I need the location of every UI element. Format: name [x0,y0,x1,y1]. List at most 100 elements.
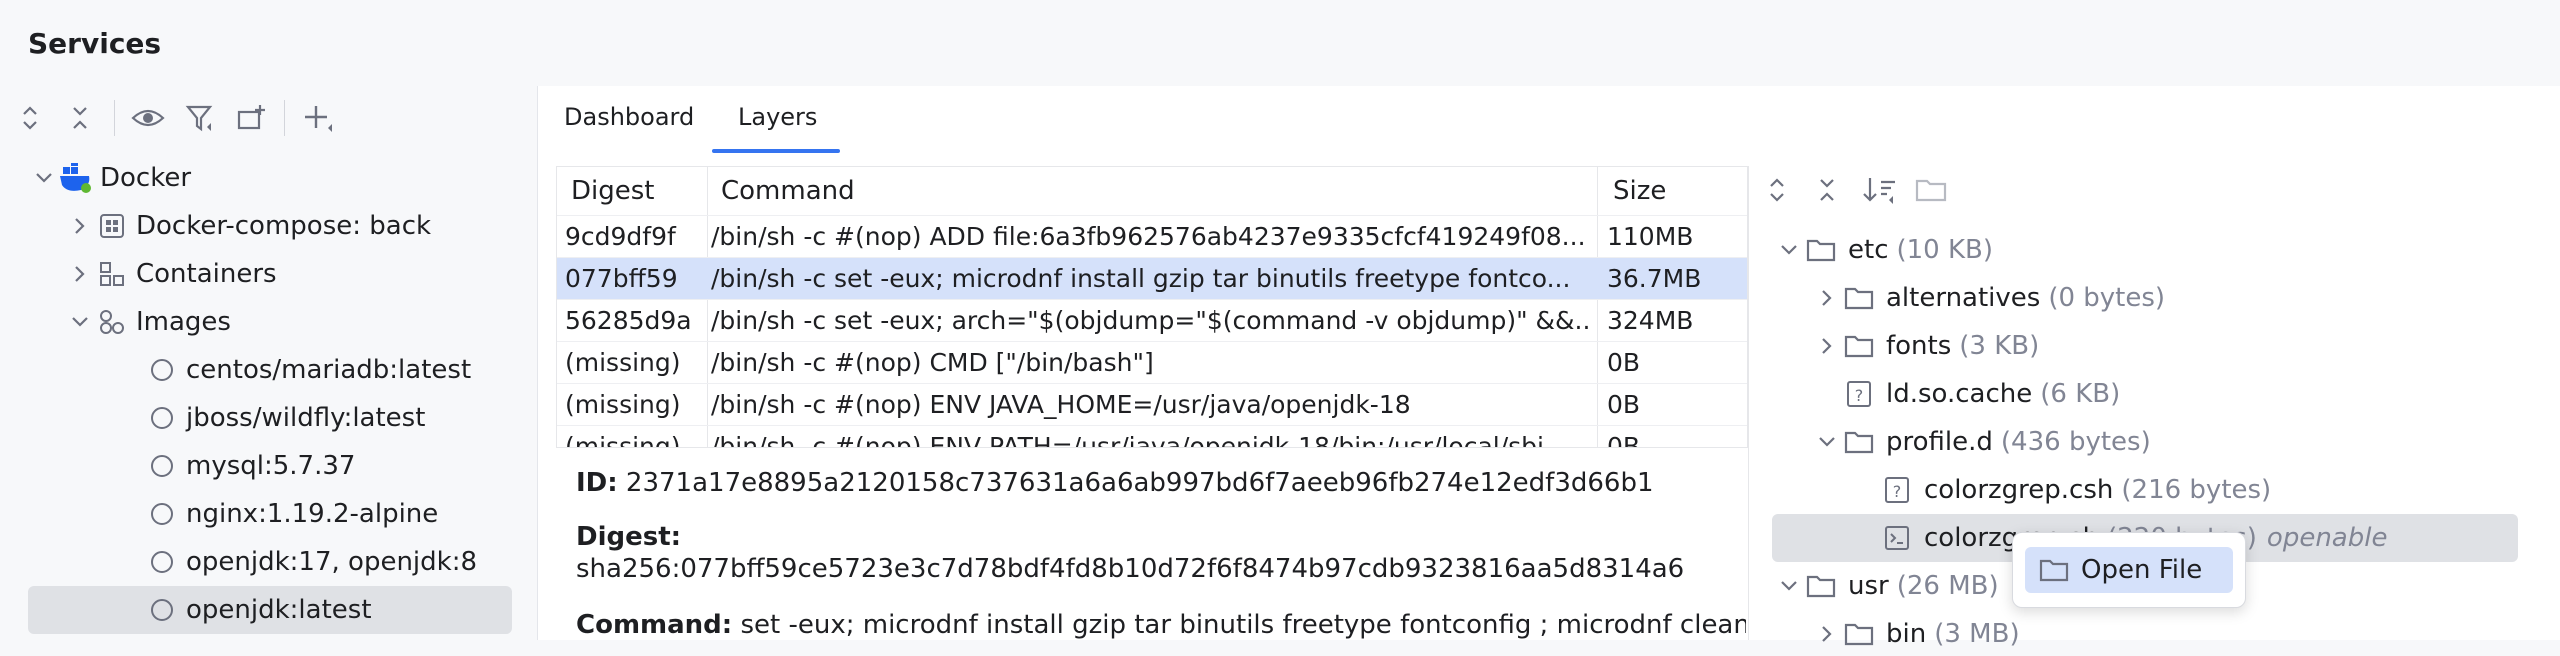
chevron-right-icon[interactable] [1812,289,1842,307]
cell-command: /bin/sh -c set -eux; microdnf install gz… [711,264,1571,293]
detail-id-label: ID: [576,468,618,498]
file-size: (6 KB) [2040,379,2121,409]
tree-item-label: jboss/wildfly:latest [186,403,426,433]
folder-icon [1842,429,1876,455]
file-tree-item-ldcache[interactable]: ? ld.so.cache (6 KB) [1842,372,2120,416]
tree-item-label: Docker-compose: back [136,211,432,241]
file-size: (0 bytes) [2048,283,2166,313]
chevron-right-icon[interactable] [1812,337,1842,355]
tree-item-label: centos/mariadb:latest [186,355,472,385]
chevron-down-icon[interactable] [1774,244,1804,256]
tab-layers[interactable]: Layers [738,103,818,131]
tree-item-docker-compose[interactable]: Docker-compose: back [66,204,431,248]
file-name: colorzgrep.csh [1924,475,2114,505]
detail-command-value[interactable]: set -eux; microdnf install gzip tar binu… [740,610,1746,640]
chevron-right-icon[interactable] [1812,625,1842,643]
cell-size: 0B [1607,390,1641,419]
file-tree-item-colorzgrep-csh[interactable]: ? colorzgrep.csh (216 bytes) [1880,468,2271,512]
cell-command: /bin/sh -c #(nop) ADD file:6a3fb962576ab… [711,222,1586,251]
unknown-file-icon: ? [1842,380,1876,408]
file-size: (10 KB) [1896,235,1994,265]
tree-item-image[interactable]: jboss/wildfly:latest [144,396,425,440]
terminal-file-icon [1880,524,1914,552]
file-tree-item-colorzgrep-sh[interactable]: colorzgrep.sh (220 bytes) openable [1772,514,2518,562]
tree-item-label: Images [136,307,231,337]
tree-item-image[interactable]: nginx:1.19.2-alpine [144,492,438,536]
tree-item-docker[interactable]: Docker [30,156,191,200]
cell-command: /bin/sh -c #(nop) CMD ["/bin/bash"] [711,348,1154,377]
tree-item-image[interactable]: mysql:5.7.37 [144,444,355,488]
tree-item-label: Docker [100,163,192,193]
chevron-down-icon[interactable] [1812,436,1842,448]
table-row-selected[interactable]: 077bff59 /bin/sh -c set -eux; microdnf i… [557,257,1747,299]
sort-icon[interactable] [1861,174,1901,210]
folder-icon [1842,333,1876,359]
docker-icon [58,163,94,193]
eye-icon[interactable] [130,100,166,136]
cell-size: 0B [1607,432,1641,448]
file-tree-item-usr[interactable]: usr (26 MB) [1774,564,1999,608]
filter-icon[interactable] [182,100,218,136]
services-header: Services [0,0,2560,87]
svg-text:?: ? [1893,482,1902,501]
detail-command: Command: set -eux; microdnf install gzip… [576,608,1746,640]
add-service-icon[interactable] [300,100,336,136]
tree-item-label: Containers [136,259,277,289]
collapse-icon[interactable] [1815,176,1851,212]
layer-details: ID: 2371a17e8895a2120158c737631a6a6ab997… [556,448,1746,640]
image-circle-icon [144,598,180,622]
table-row[interactable]: (missing) /bin/sh -c #(nop) ENV JAVA_HOM… [557,383,1747,425]
detail-digest-label: Digest: [576,520,681,554]
collapse-all-icon[interactable] [62,100,98,136]
tab-dashboard[interactable]: Dashboard [564,103,695,131]
file-tree-item-etc[interactable]: etc (10 KB) [1774,228,1993,272]
file-size: (26 MB) [1896,571,1999,601]
expand-all-icon[interactable] [12,100,48,136]
context-menu: Open File [2012,532,2246,608]
file-size: (3 KB) [1959,331,2040,361]
cell-digest: (missing) [565,390,681,419]
chevron-right-icon[interactable] [66,217,94,235]
expand-icon[interactable] [1765,176,1801,212]
chevron-down-icon[interactable] [30,172,58,184]
detail-id-value[interactable]: 2371a17e8895a2120158c737631a6a6ab997bd6f… [625,468,1654,498]
file-name: bin [1886,619,1927,649]
folder-icon [2039,557,2069,583]
tree-item-images[interactable]: Images [66,300,231,344]
image-circle-icon [144,358,180,382]
new-group-icon[interactable] [234,100,270,136]
file-name: etc [1848,235,1889,265]
toolbar-separator [284,100,285,136]
table-row-partial[interactable]: (missing) /bin/sh -c #(nop) ENV PATH=/us… [557,425,1747,448]
tree-item-image[interactable]: centos/mariadb:latest [144,348,471,392]
images-icon [94,309,130,335]
tree-item-image-selected[interactable]: openjdk:latest [28,586,512,634]
detail-digest-value[interactable]: sha256:077bff59ce5723e3c7d78bdf4fd8b10d7… [576,554,1685,584]
chevron-down-icon[interactable] [1774,580,1804,592]
file-tree-item-bin[interactable]: bin (3 MB) [1812,612,2020,656]
table-row[interactable]: (missing) /bin/sh -c #(nop) CMD ["/bin/b… [557,341,1747,383]
column-header-digest[interactable]: Digest [571,176,655,206]
column-header-command[interactable]: Command [721,176,855,206]
menu-item-label: Open File [2081,555,2203,585]
table-row[interactable]: 56285d9a /bin/sh -c set -eux; arch="$(ob… [557,299,1747,341]
open-file-menu-item[interactable]: Open File [2025,547,2233,593]
tree-item-image[interactable]: openjdk:17, openjdk:8 [144,540,477,584]
folder-icon [1842,621,1876,647]
table-row[interactable]: 9cd9df9f /bin/sh -c #(nop) ADD file:6a3f… [557,215,1747,257]
file-tag: openable [2266,523,2388,553]
cell-size: 110MB [1607,222,1694,251]
folder-icon[interactable] [1915,176,1951,212]
file-tree-item-profiled[interactable]: profile.d (436 bytes) [1812,420,2151,464]
tree-item-containers[interactable]: Containers [66,252,277,296]
file-tree-item-alternatives[interactable]: alternatives (0 bytes) [1812,276,2165,320]
file-size: (436 bytes) [2000,427,2151,457]
tree-item-label: mysql:5.7.37 [186,451,356,481]
column-header-size[interactable]: Size [1613,176,1667,206]
layers-table: Digest Command Size 9cd9df9f /bin/sh -c … [556,166,1748,448]
cell-size: 324MB [1607,306,1694,335]
file-tree-item-fonts[interactable]: fonts (3 KB) [1812,324,2039,368]
chevron-down-icon[interactable] [66,316,94,328]
folder-icon [1804,237,1838,263]
chevron-right-icon[interactable] [66,265,94,283]
